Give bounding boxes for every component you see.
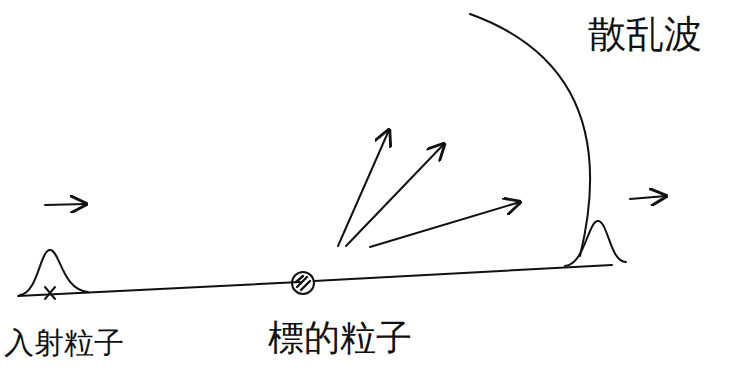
scatter-arrow [370, 202, 520, 247]
incident-particle-label: 入射粒子 [4, 326, 124, 359]
transmitted-packet [565, 221, 626, 266]
target-particle [292, 272, 314, 294]
transmitted-direction [630, 196, 666, 199]
scattered-wavefront [470, 14, 590, 256]
scatter-arrow [346, 144, 444, 246]
target-hatch [296, 276, 310, 290]
target-particle-label: 標的粒子 [268, 318, 412, 358]
incident-mark [45, 287, 55, 299]
scattered-wave-label: 散乱波 [588, 14, 702, 56]
incident-direction [45, 204, 86, 205]
baseline [18, 265, 612, 296]
